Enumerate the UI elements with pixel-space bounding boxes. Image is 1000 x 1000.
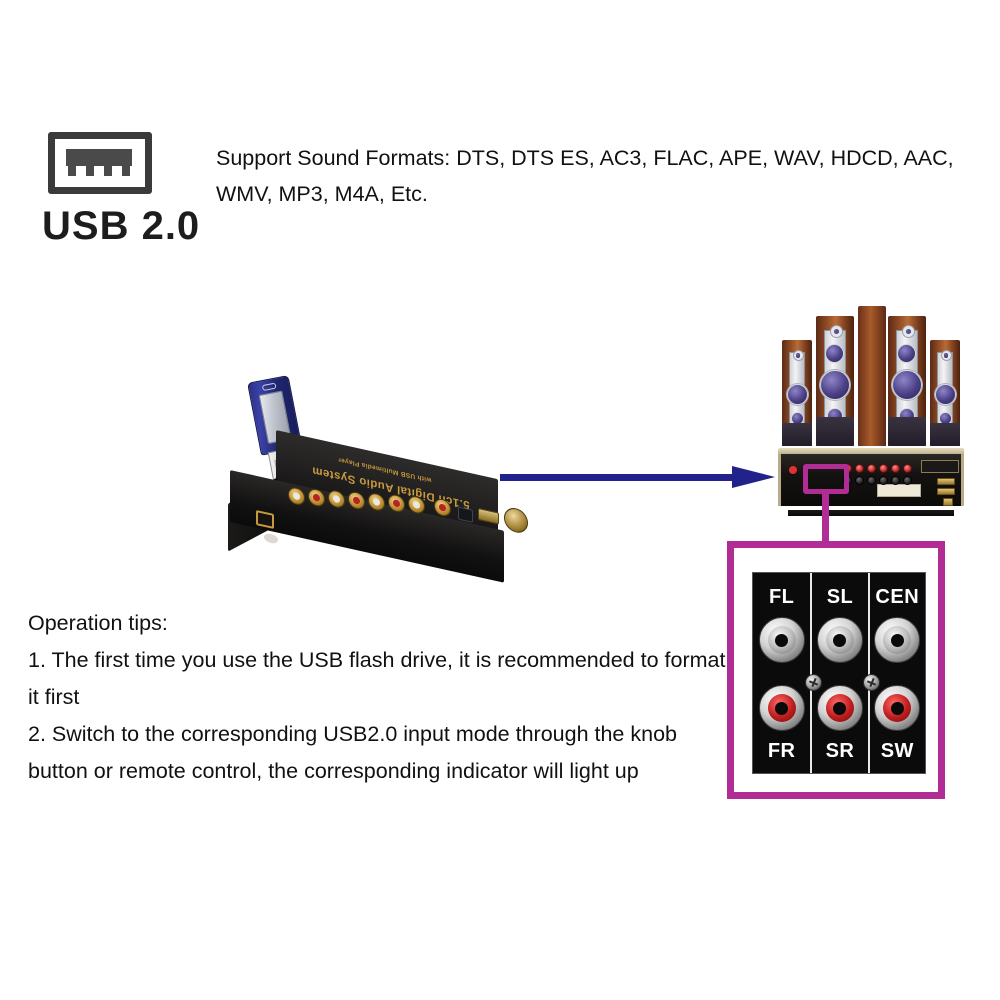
receiver-terminal-block: [937, 488, 955, 495]
operation-tips: Operation tips: 1. The first time you us…: [28, 605, 728, 790]
rca-label-fl: FL: [768, 586, 795, 608]
speaker-center-column: [858, 306, 886, 446]
usb-icon-bar: [66, 149, 132, 166]
rca-jack-fl: [758, 617, 805, 663]
rca-jack-column: FL FR: [753, 573, 810, 773]
panel-screw: [863, 674, 880, 691]
rca-jack-grid: FL FR SL SR CEN: [752, 572, 926, 774]
usb-icon: [48, 132, 152, 194]
panel-screw: [805, 674, 822, 691]
receiver-rear-panel: [778, 454, 964, 506]
arrow-shaft: [500, 474, 736, 481]
rca-jack-sl: [816, 617, 863, 663]
rca-jack-detail-panel: FL FR SL SR CEN: [727, 541, 945, 799]
receiver-warning-label: [921, 460, 959, 473]
speaker-tower: [930, 340, 960, 446]
rca-label-cen: CEN: [875, 586, 920, 608]
speaker-tower: [782, 340, 812, 446]
arrow-head: [732, 466, 775, 488]
rca-jack-cen: [874, 617, 921, 663]
receiver-top-edge: [778, 448, 964, 455]
decoder-optical-port: [458, 506, 473, 523]
rca-label-sr: SR: [825, 740, 855, 762]
decoder-foot: [264, 532, 278, 545]
rca-jack-sr: [816, 685, 863, 731]
audio-decoder-device: 5.1ch Digital Audio System with USB Mult…: [228, 430, 528, 585]
usb-icon-tooth: [68, 166, 76, 176]
callout-connector-line: [822, 492, 829, 544]
usb-icon-tooth: [104, 166, 112, 176]
rca-jack-sw: [874, 685, 921, 731]
callout-highlight-box: [803, 464, 849, 494]
usb-icon-tooth: [122, 166, 130, 176]
usb-badge-label: USB 2.0: [42, 204, 201, 248]
speaker-tower: [816, 316, 854, 446]
rca-jack-fr: [758, 685, 805, 731]
operation-tip-2: 2. Switch to the corresponding USB2.0 in…: [28, 722, 677, 783]
receiver-base: [788, 510, 954, 516]
connection-arrow: [500, 466, 775, 488]
speaker-tower: [888, 316, 926, 446]
receiver-antenna-terminal: [789, 466, 797, 474]
rca-jack-column: CEN SW: [867, 573, 925, 773]
rca-jack-column: SL SR: [810, 573, 867, 773]
speaker-system: [782, 298, 962, 446]
operation-tip-1: 1. The first time you use the USB flash …: [28, 648, 726, 709]
receiver-spec-label: [877, 484, 921, 497]
rca-label-sl: SL: [826, 586, 854, 608]
operation-tips-heading: Operation tips:: [28, 611, 168, 635]
decoder-knob: [504, 505, 528, 536]
rca-label-sw: SW: [880, 740, 914, 762]
av-receiver: [778, 448, 964, 516]
flash-drive-loop: [261, 382, 277, 392]
rca-label-fr: FR: [767, 740, 796, 762]
usb-icon-tooth: [86, 166, 94, 176]
receiver-terminal-block: [937, 478, 955, 485]
supported-formats-text: Support Sound Formats: DTS, DTS ES, AC3,…: [216, 146, 954, 206]
receiver-power-inlet: [943, 498, 953, 506]
usb-badge: USB 2.0: [42, 132, 201, 248]
